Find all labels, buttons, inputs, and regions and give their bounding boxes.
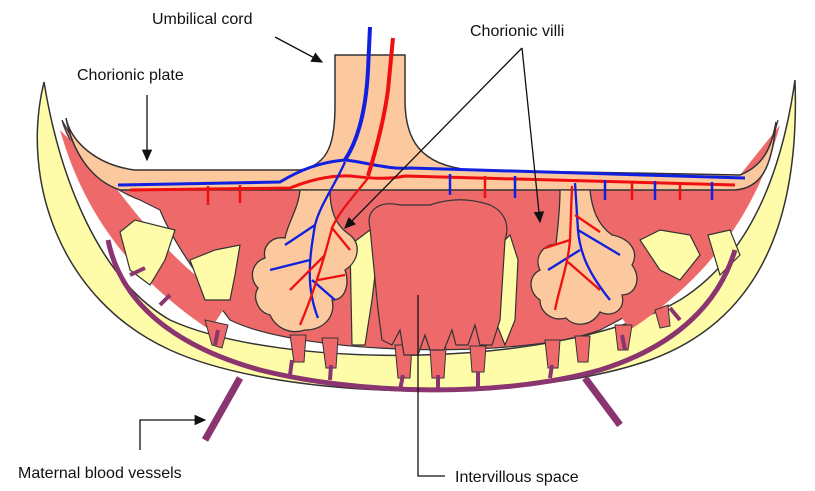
umbilical-cord-label: Umbilical cord xyxy=(152,11,252,28)
chorionic-villi-label: Chorionic villi xyxy=(470,23,564,40)
chorionic-plate-label: Chorionic plate xyxy=(77,67,184,84)
central-villus-block xyxy=(369,200,507,355)
maternal-vessels-leader xyxy=(140,420,205,450)
intervillous-space-label: Intervillous space xyxy=(455,469,579,486)
maternal-vessel-right-trunk xyxy=(585,378,620,425)
maternal-vessel-left-trunk xyxy=(205,378,240,440)
umbilical-cord-leader xyxy=(275,37,322,62)
maternal-blood-vessels-label: Maternal blood vessels xyxy=(18,465,182,482)
